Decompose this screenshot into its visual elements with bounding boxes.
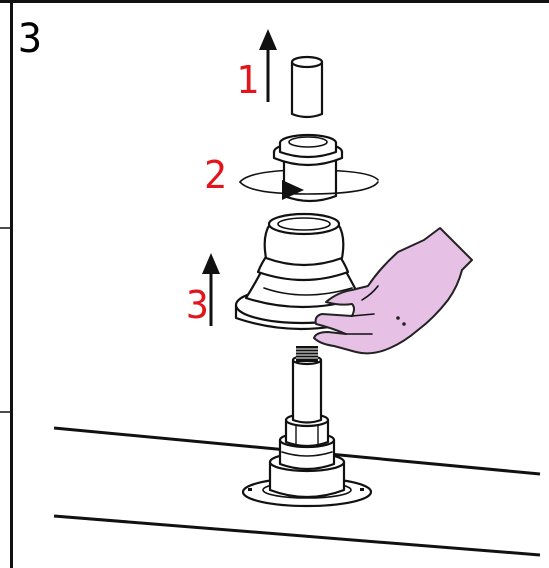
sleeve-part bbox=[240, 135, 378, 201]
up-arrow-icon bbox=[259, 29, 277, 102]
sub-step-3-label: 3 bbox=[186, 283, 209, 327]
step-number: 3 bbox=[18, 16, 42, 62]
base-cap-part bbox=[236, 214, 368, 329]
pin-part bbox=[292, 57, 322, 117]
sub-step-1-label: 1 bbox=[236, 58, 259, 102]
shaft-assembly bbox=[243, 346, 371, 506]
sub-step-2-label: 2 bbox=[204, 153, 227, 197]
